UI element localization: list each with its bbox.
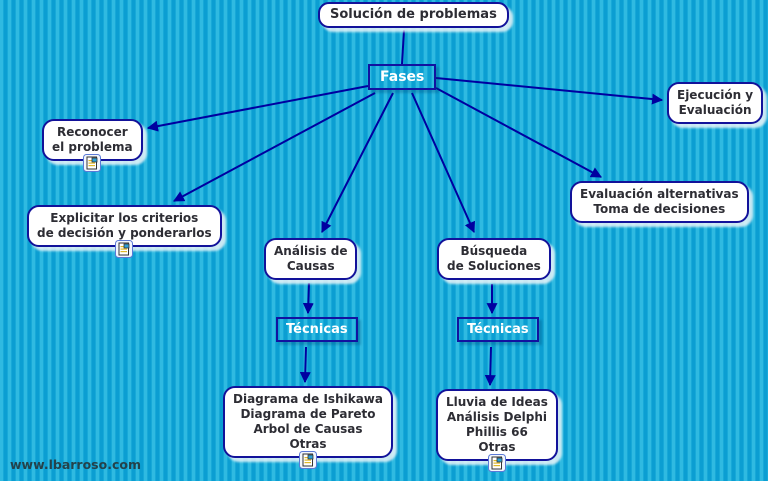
link-label-text: Técnicas [286,322,348,337]
edge-fases-evaluacion [435,87,602,178]
node-tecnicas-analisis[interactable]: Técnicas [276,317,358,342]
edge-tecnicas-lluvia-lista [484,346,496,387]
edge-analisis-tecnicas [302,282,314,315]
node-label: Lluvia de Ideas Análisis Delphi Phillis … [446,395,548,454]
node-tecnicas-busqueda[interactable]: Técnicas [457,317,539,342]
link-label-text: Técnicas [467,322,529,337]
edge-fases-explicitar [173,92,376,202]
node-label: Diagrama de Ishikawa Diagrama de Pareto … [233,392,383,451]
edge-fases-analisis [321,92,394,233]
node-tecnicas-busqueda-lista[interactable]: Lluvia de Ideas Análisis Delphi Phillis … [436,389,558,472]
node-label: Solución de problemas [330,7,497,22]
node-label: Análisis de Causas [274,244,348,273]
edge-fases-ejecucion [435,77,664,105]
node-analisis-de-causas[interactable]: Análisis de Causas [264,238,358,280]
node-evaluacion-alternativas[interactable]: Evaluación alternativas Toma de decision… [570,181,749,223]
edge-fases-reconocer [146,85,369,132]
resource-icon[interactable] [487,454,506,472]
node-explicitar-criterios[interactable]: Explicitar los criterios de decisión y p… [27,205,222,258]
node-label: Explicitar los criterios de decisión y p… [37,211,212,240]
node-ejecucion-y-evaluacion[interactable]: Ejecución y Evaluación [667,82,764,124]
node-busqueda-de-soluciones[interactable]: Búsqueda de Soluciones [437,238,551,280]
resource-icon[interactable] [115,240,134,258]
edge-solucion-fases [401,29,405,65]
link-label-text: Fases [380,69,425,85]
node-label: Ejecución y Evaluación [677,88,754,117]
resource-icon[interactable] [299,451,317,469]
node-solucion-de-problemas[interactable]: Solución de problemas [318,2,509,29]
node-label: Reconocer el problema [52,125,133,154]
resource-icon[interactable] [83,154,102,172]
node-fases[interactable]: Fases [368,64,437,90]
node-label: Evaluación alternativas Toma de decision… [580,187,739,216]
edge-fases-busqueda [411,92,475,234]
edge-tecnicas-diagrama-lista [299,346,311,384]
node-reconocer-el-problema[interactable]: Reconocer el problema [42,119,143,172]
watermark: www.lbarroso.com [10,457,141,472]
node-label: Búsqueda de Soluciones [447,244,541,273]
node-tecnicas-analisis-lista[interactable]: Diagrama de Ishikawa Diagrama de Pareto … [223,386,393,469]
